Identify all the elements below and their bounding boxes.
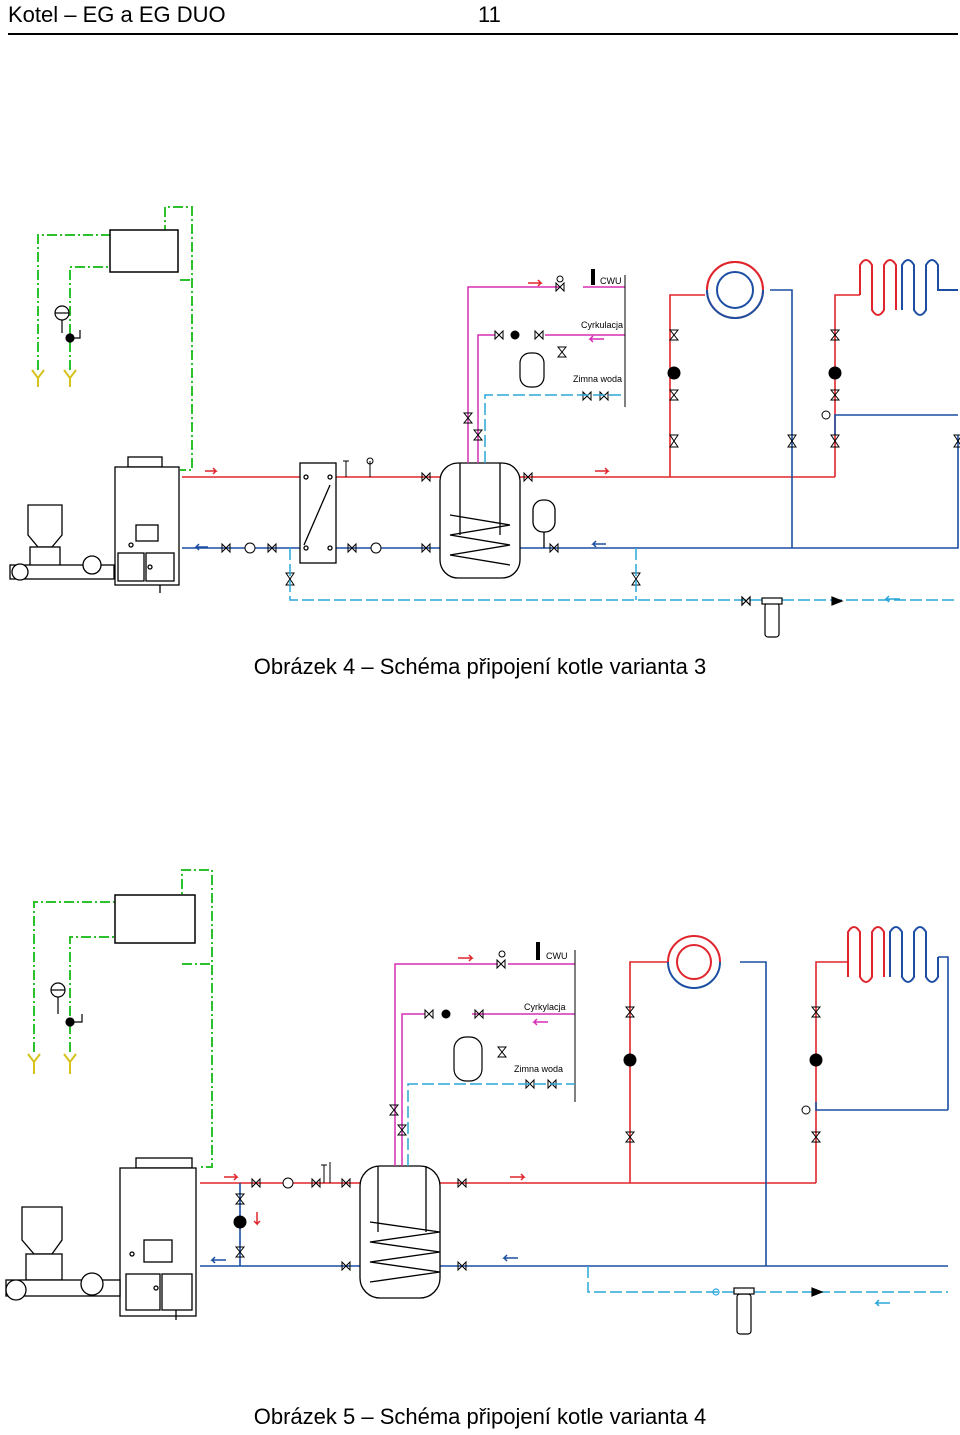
boiler xyxy=(114,456,180,593)
cwu-label: CWU xyxy=(546,951,568,961)
safety-group-icon xyxy=(321,1162,331,1183)
cold-water-hydrophore xyxy=(453,1036,483,1082)
figure-5-diagram: CWU Cyrkylacja Zimna woda xyxy=(0,862,960,1342)
return-arrow-2 xyxy=(502,1254,518,1262)
figure-5-caption: Obrázek 5 – Schéma připojení kotle varia… xyxy=(253,1404,707,1429)
supply-arrow-down xyxy=(253,1212,261,1226)
return-lines xyxy=(182,289,959,549)
expansion-vessel xyxy=(532,499,556,548)
pump-icons xyxy=(233,1053,823,1229)
supply-arrows xyxy=(205,467,610,475)
pump-icons xyxy=(244,366,842,554)
water-filter-icon xyxy=(741,595,844,638)
cold-water-label: Zimna woda xyxy=(573,374,622,384)
dhw-valves xyxy=(462,275,609,441)
return-arrow-1 xyxy=(210,1256,226,1264)
cwu-label: CWU xyxy=(600,276,622,286)
radiator-coil xyxy=(706,261,764,319)
dhw-valves xyxy=(388,950,557,1136)
chimney-flue xyxy=(37,206,193,471)
cold-water-lines xyxy=(407,1083,948,1293)
cold-water-arrow xyxy=(884,595,900,603)
return-arrow-2 xyxy=(591,540,606,548)
dhw-lines xyxy=(467,286,625,463)
underfloor-coil xyxy=(859,259,958,316)
circulation-label: Cyrkulacja xyxy=(581,320,623,330)
dhw-arrow-2 xyxy=(588,335,604,343)
dhw-tank xyxy=(439,462,521,579)
dhw-tank xyxy=(359,1165,441,1299)
dhw-arrow-1 xyxy=(528,279,543,287)
cold-water-hydrophore xyxy=(519,352,545,388)
dhw-lines xyxy=(394,963,575,1166)
supply-arrow-2 xyxy=(510,1173,526,1181)
cold-water-label: Zimna woda xyxy=(514,1064,563,1074)
water-filter-icon xyxy=(712,1287,824,1335)
feeder-hopper xyxy=(5,1206,121,1301)
safety-valve-icon xyxy=(54,305,81,343)
return-lines xyxy=(200,956,949,1267)
circulation-label: Cyrkylacja xyxy=(524,1002,566,1012)
y-connector-icon xyxy=(27,1053,77,1074)
heating-circuit-valves xyxy=(668,329,841,420)
underfloor-coil xyxy=(847,926,939,983)
expansion-tank-open xyxy=(109,229,179,273)
dhw-arrow-2 xyxy=(532,1018,548,1026)
safety-valve-icon xyxy=(50,982,83,1027)
figure-4-caption: Obrázek 4 – Schéma připojení kotle varia… xyxy=(253,654,707,679)
figure-4-diagram: CWU Cyrkulacja Zimna woda xyxy=(0,195,960,645)
plate-heat-exchanger xyxy=(299,462,337,564)
dhw-arrow-1 xyxy=(458,954,474,962)
safety-group-icon xyxy=(343,457,374,477)
cold-water-lines xyxy=(289,394,958,601)
cwu-thermometer xyxy=(536,942,540,960)
return-arrow-1 xyxy=(194,543,208,551)
supply-arrow-1 xyxy=(224,1173,239,1181)
page-number: 11 xyxy=(478,2,501,27)
header-rule xyxy=(8,33,958,35)
cwu-thermometer xyxy=(591,269,595,285)
y-connector-icon xyxy=(31,369,77,387)
expansion-tank-open xyxy=(114,894,196,944)
chimney-flue xyxy=(33,869,213,1168)
radiator-coil xyxy=(667,935,721,989)
header-title: Kotel – EG a EG DUO xyxy=(8,2,226,27)
cold-water-arrow xyxy=(874,1299,890,1307)
feeder-hopper xyxy=(9,504,115,581)
boiler xyxy=(119,1157,197,1320)
valve-icons xyxy=(234,1006,822,1272)
valve-icons xyxy=(221,434,960,586)
supply-lines xyxy=(182,294,860,478)
